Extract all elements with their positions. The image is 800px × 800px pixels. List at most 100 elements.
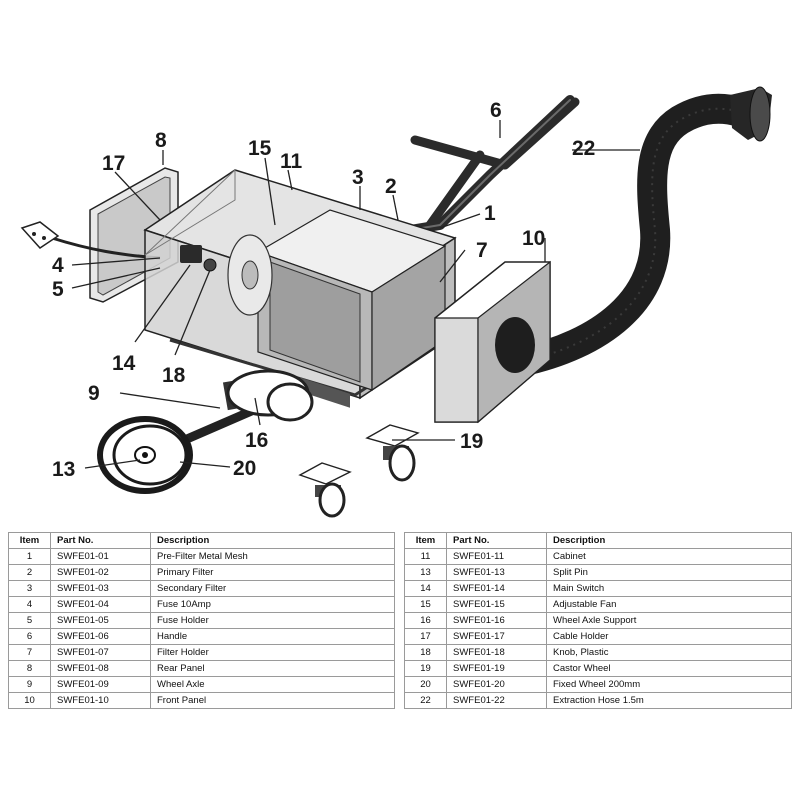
cell-part-no: SWFE01-17	[446, 628, 547, 645]
callout-8: 8	[155, 129, 167, 152]
callout-labels: 8 17 4 5 15 11 3 2 1 6 7 10 22 14 18 9 1…	[52, 99, 595, 481]
cell-description: Cable Holder	[546, 628, 792, 645]
cell-description: Primary Filter	[150, 564, 395, 581]
cell-description: Pre-Filter Metal Mesh	[150, 548, 395, 565]
cell-description: Extraction Hose 1.5m	[546, 692, 792, 709]
header-description: Description	[546, 532, 792, 549]
cell-item: 1	[8, 548, 51, 565]
cell-item: 5	[8, 612, 51, 629]
cell-description: Handle	[150, 628, 395, 645]
callout-20: 20	[233, 457, 256, 480]
leader-lines	[71, 120, 640, 469]
fixed-wheel	[97, 416, 193, 494]
header-part-no: Part No.	[446, 532, 547, 549]
cell-item: 20	[404, 676, 447, 693]
cell-item: 13	[404, 564, 447, 581]
header-item: Item	[404, 532, 447, 549]
cell-item: 15	[404, 596, 447, 613]
callout-19: 19	[460, 430, 483, 453]
cell-item: 18	[404, 644, 447, 661]
cell-description: Fixed Wheel 200mm	[546, 676, 792, 693]
callout-14: 14	[112, 352, 136, 375]
header-part-no: Part No.	[50, 532, 151, 549]
cell-part-no: SWFE01-09	[50, 676, 151, 693]
cell-part-no: SWFE01-14	[446, 580, 547, 597]
cell-item: 8	[8, 660, 51, 677]
callout-22: 22	[572, 137, 595, 160]
cell-description: Wheel Axle	[150, 676, 395, 693]
cell-part-no: SWFE01-18	[446, 644, 547, 661]
cell-description: Adjustable Fan	[546, 596, 792, 613]
cell-description: Fuse Holder	[150, 612, 395, 629]
cell-part-no: SWFE01-22	[446, 692, 547, 709]
cell-part-no: SWFE01-10	[50, 692, 151, 709]
cell-item: 3	[8, 580, 51, 597]
cell-part-no: SWFE01-07	[50, 644, 151, 661]
cell-part-no: SWFE01-06	[50, 628, 151, 645]
cell-description: Front Panel	[150, 692, 395, 709]
callout-4: 4	[52, 254, 64, 277]
exploded-assembly-diagram: 8 17 4 5 15 11 3 2 1 6 7 10 22 14 18 9 1…	[20, 86, 772, 518]
cell-item: 2	[8, 564, 51, 581]
adjustable-fan	[227, 234, 273, 316]
cell-description: Castor Wheel	[546, 660, 792, 677]
cell-part-no: SWFE01-15	[446, 596, 547, 613]
cell-part-no: SWFE01-04	[50, 596, 151, 613]
cell-description: Knob, Plastic	[546, 644, 792, 661]
cell-item: 16	[404, 612, 447, 629]
cell-item: 14	[404, 580, 447, 597]
callout-1: 1	[484, 202, 496, 225]
callout-3: 3	[352, 166, 364, 189]
cell-part-no: SWFE01-16	[446, 612, 547, 629]
cell-description: Split Pin	[546, 564, 792, 581]
cell-description: Secondary Filter	[150, 580, 395, 597]
cell-description: Wheel Axle Support	[546, 612, 792, 629]
switch-and-knob	[180, 245, 217, 272]
callout-2: 2	[385, 175, 397, 198]
cell-description: Main Switch	[546, 580, 792, 597]
cell-part-no: SWFE01-02	[50, 564, 151, 581]
callout-9: 9	[88, 382, 100, 405]
callout-13: 13	[52, 458, 75, 481]
cell-part-no: SWFE01-03	[50, 580, 151, 597]
table-header-row: Item Part No. Description	[8, 532, 395, 549]
cell-item: 10	[8, 692, 51, 709]
cell-item: 4	[8, 596, 51, 613]
cell-description: Rear Panel	[150, 660, 395, 677]
cell-item: 19	[404, 660, 447, 677]
cell-part-no: SWFE01-19	[446, 660, 547, 677]
rear-wheels	[226, 369, 314, 422]
callout-18: 18	[162, 364, 186, 387]
front-panel	[434, 260, 551, 424]
callout-6: 6	[490, 99, 502, 122]
cell-part-no: SWFE01-05	[50, 612, 151, 629]
callout-7: 7	[476, 239, 488, 262]
cell-item: 11	[404, 548, 447, 565]
extraction-hose	[505, 86, 772, 377]
callout-10: 10	[522, 227, 545, 250]
header-item: Item	[8, 532, 51, 549]
cell-part-no: SWFE01-20	[446, 676, 547, 693]
callout-11: 11	[280, 150, 303, 173]
cell-description: Fuse 10Amp	[150, 596, 395, 613]
cell-part-no: SWFE01-13	[446, 564, 547, 581]
